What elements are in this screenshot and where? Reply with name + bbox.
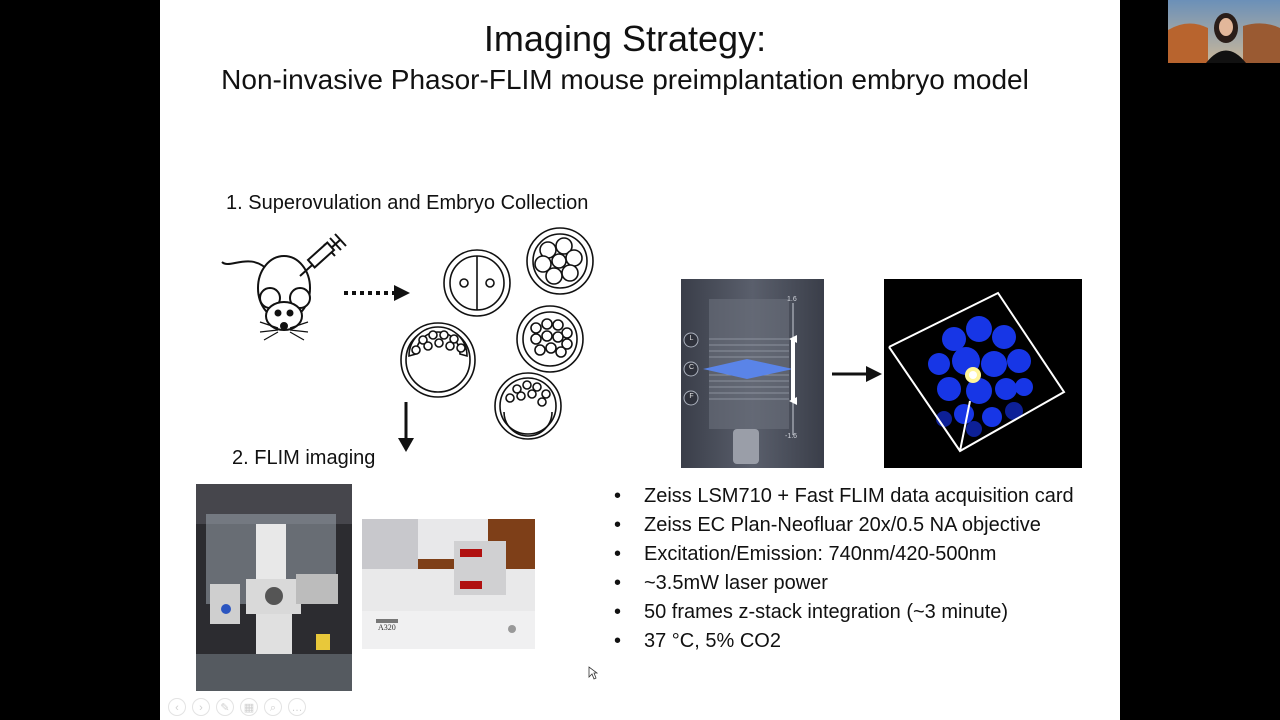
scale-bottom-label: -1.6 (785, 433, 798, 440)
flim-device-photo: A320 (362, 519, 535, 649)
spec-item: 50 frames z-stack integration (~3 minute… (614, 598, 1114, 627)
fluorescence-3d-render (884, 279, 1082, 468)
zstack-button-l[interactable]: L (689, 335, 694, 342)
zoom-icon[interactable]: ⌕ (264, 698, 282, 716)
scale-top-label: 1.6 (787, 296, 797, 303)
down-arrow-icon (398, 402, 414, 452)
spec-item: 37 °C, 5% CO2 (614, 627, 1114, 656)
step1-label: 1. Superovulation and Embryo Collection (226, 192, 589, 214)
step2-label: 2. FLIM imaging (232, 447, 376, 469)
more-icon[interactable]: … (288, 698, 306, 716)
slides-icon[interactable]: ▦ (240, 698, 258, 716)
zstack-button-f[interactable]: F (689, 393, 694, 400)
slideshow-controls: ‹ › ✎ ▦ ⌕ … (168, 698, 306, 716)
prev-icon[interactable]: ‹ (168, 698, 186, 716)
next-icon[interactable]: › (192, 698, 210, 716)
spec-item: ~3.5mW laser power (614, 569, 1114, 598)
spec-item: Zeiss LSM710 + Fast FLIM data acquisitio… (614, 482, 1114, 511)
presentation-slide: Imaging Strategy: Non-invasive Phasor-FL… (160, 0, 1120, 720)
spec-item: Excitation/Emission: 740nm/420-500nm (614, 540, 1114, 569)
zstack-panel: 1.6 -1.6 L C F (681, 279, 824, 468)
pen-icon[interactable]: ✎ (216, 698, 234, 716)
dotted-arrow-icon (344, 285, 410, 301)
mouse-with-syringe-icon (221, 233, 347, 341)
microscope-photo (196, 484, 352, 691)
zstack-button-c[interactable]: C (688, 364, 695, 371)
embryo-stages-icon (400, 227, 594, 440)
specs-list: Zeiss LSM710 + Fast FLIM data acquisitio… (614, 482, 1114, 656)
cursor-icon (588, 666, 598, 680)
webcam-video-thumbnail[interactable] (1168, 0, 1280, 63)
slide-subtitle: Non-invasive Phasor-FLIM mouse preimplan… (221, 64, 1029, 95)
slide-title: Imaging Strategy: (483, 18, 767, 59)
spec-item: Zeiss EC Plan-Neofluar 20x/0.5 NA object… (614, 511, 1114, 540)
device-label: A320 (378, 623, 396, 632)
right-arrow-icon (832, 366, 882, 382)
